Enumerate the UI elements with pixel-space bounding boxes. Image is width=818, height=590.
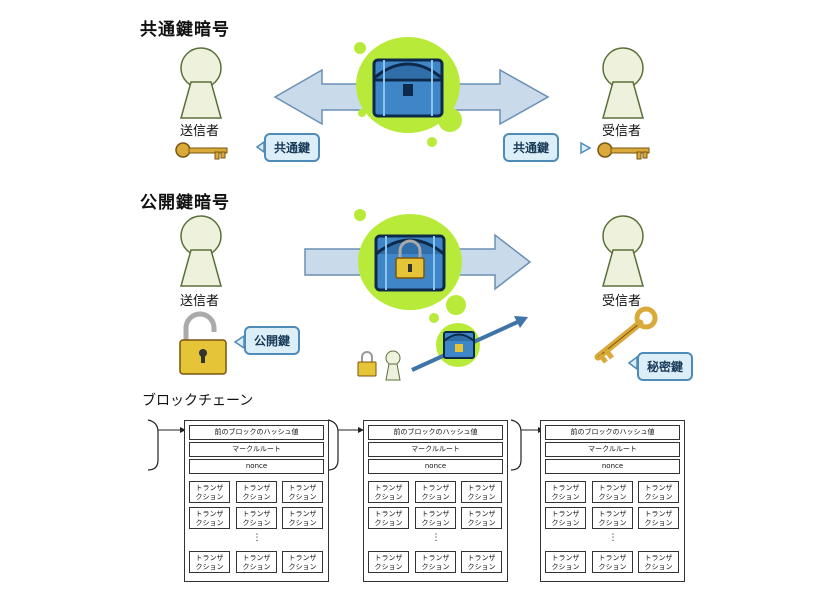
transaction-cell: トランザ クション [415,507,456,529]
padlock-icon [179,311,227,375]
transaction-cell: トランザ クション [461,551,502,573]
transaction-cell: トランザ クション [368,507,409,529]
ellipsis: ⋮ [608,533,618,543]
small-chest-icon [443,331,475,359]
key-icon [175,142,228,160]
private-key-bubble: 秘密鍵 [637,352,694,381]
small-person-icon [385,350,401,381]
receiver-label: 受信者 [602,124,642,139]
public-key-bubble: 公開鍵 [244,326,301,355]
receiver-label: 受信者 [602,294,642,309]
ellipsis: ⋮ [431,533,441,543]
transaction-cell: トランザ クション [592,481,633,503]
sender-label: 送信者 [180,124,220,139]
nonce-field: nonce [368,459,503,474]
brace-left [147,419,159,471]
locked-chest-icon [374,234,446,292]
symmetric-title: 共通鍵暗号 [140,20,230,40]
merkle-root-field: マークルルート [368,442,503,457]
transaction-cell: トランザ クション [461,481,502,503]
transaction-cell: トランザ クション [189,481,230,503]
prev-hash-field: 前のブロックのハッシュ値 [189,425,324,440]
transaction-cell: トランザ クション [282,481,323,503]
sender-person-icon [180,215,222,287]
receiver-person-icon [602,215,644,287]
transaction-cell: トランザ クション [189,551,230,573]
small-padlock-icon [357,351,377,377]
receiver-person-icon [602,47,644,119]
transaction-cell: トランザ クション [282,551,323,573]
transaction-cell: トランザ クション [545,551,586,573]
transaction-cell: トランザ クション [545,507,586,529]
transaction-cell: トランザ クション [592,551,633,573]
transaction-cell: トランザ クション [415,551,456,573]
transaction-cell: トランザ クション [282,507,323,529]
public-key-title: 公開鍵暗号 [140,193,230,213]
sender-label: 送信者 [180,294,220,309]
prev-hash-field: 前のブロックのハッシュ値 [545,425,680,440]
key-icon [597,142,650,160]
shared-key-bubble-right: 共通鍵 [503,133,560,162]
merkle-root-field: マークルルート [189,442,324,457]
transaction-cell: トランザ クション [545,481,586,503]
transaction-cell: トランザ クション [592,507,633,529]
transaction-cell: トランザ クション [368,481,409,503]
merkle-root-field: マークルルート [545,442,680,457]
transaction-cell: トランザ クション [638,507,679,529]
nonce-field: nonce [545,459,680,474]
transaction-cell: トランザ クション [461,507,502,529]
transaction-cell: トランザ クション [368,551,409,573]
brace-mid2 [510,419,522,471]
transaction-cell: トランザ クション [638,481,679,503]
ellipsis: ⋮ [252,533,262,543]
private-key-icon [594,306,658,364]
shared-key-bubble-left: 共通鍵 [264,133,321,162]
treasure-chest-icon [372,58,444,118]
transaction-cell: トランザ クション [236,481,277,503]
transaction-cell: トランザ クション [189,507,230,529]
prev-hash-field: 前のブロックのハッシュ値 [368,425,503,440]
transaction-cell: トランザ クション [236,507,277,529]
transaction-cell: トランザ クション [415,481,456,503]
nonce-field: nonce [189,459,324,474]
brace-mid1 [327,419,339,471]
transaction-cell: トランザ クション [638,551,679,573]
sender-person-icon [180,47,222,119]
transaction-cell: トランザ クション [236,551,277,573]
blockchain-title: ブロックチェーン [142,393,254,409]
